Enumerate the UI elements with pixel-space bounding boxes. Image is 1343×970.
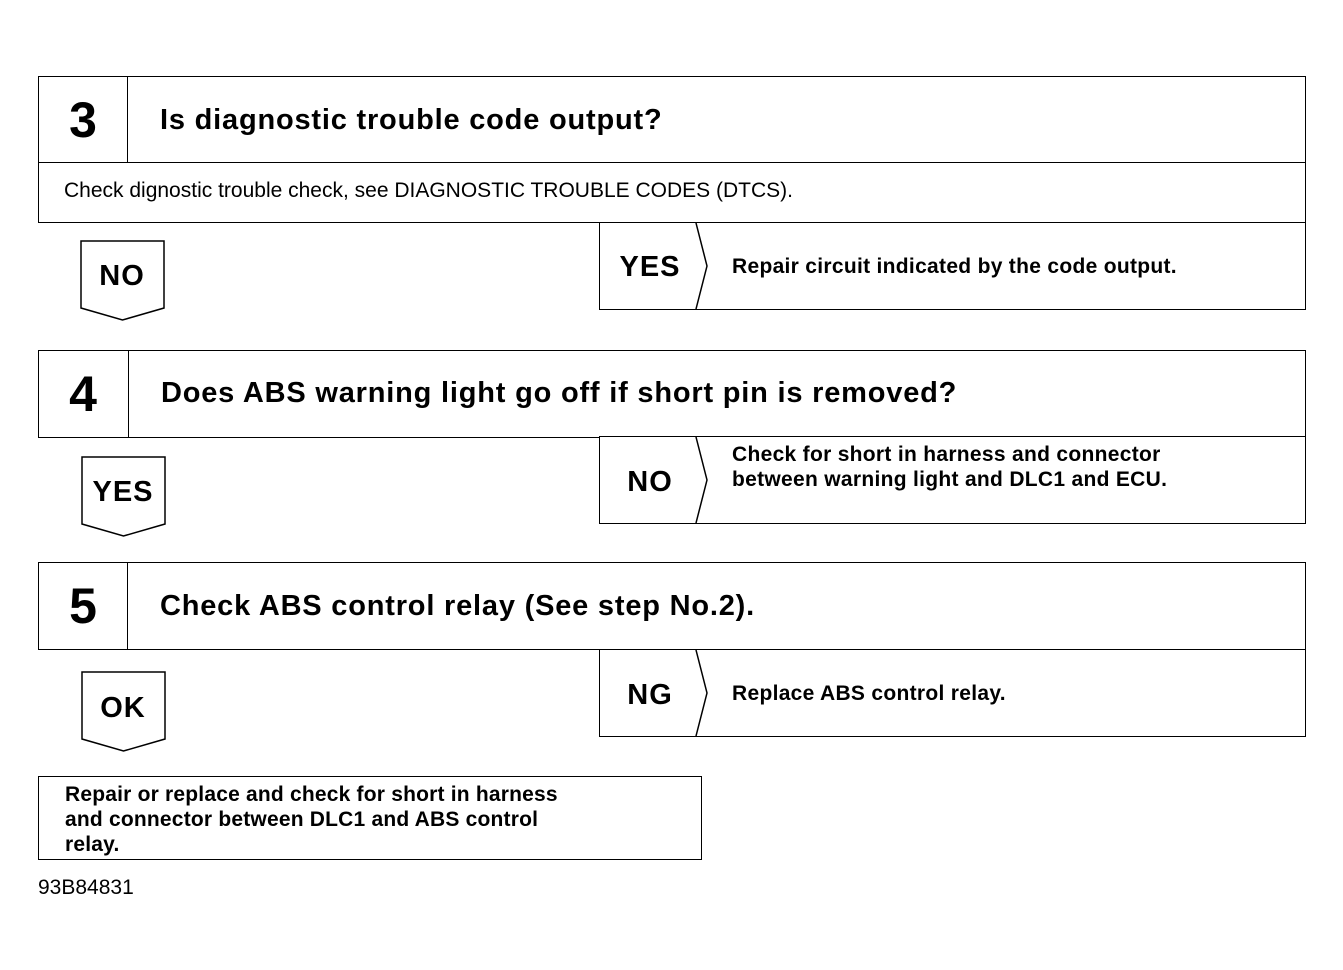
step-4-no-label: NO xyxy=(627,466,673,498)
step-4-no-branch: NO Check for short in harness and connec… xyxy=(599,436,1306,524)
step-4-divider xyxy=(128,351,129,437)
final-action-line-1: Repair or replace and check for short in… xyxy=(65,783,558,806)
step-4-yes-label: YES xyxy=(92,476,154,508)
step-3-title: Is diagnostic trouble code output? xyxy=(160,104,663,136)
step-3-note-box: Check dignostic trouble check, see DIAGN… xyxy=(38,162,1306,223)
step-4-header: 4 Does ABS warning light go off if short… xyxy=(38,350,1306,438)
step-3-yes-text-line-1: Repair circuit indicated by the code out… xyxy=(732,255,1177,278)
step-3-number: 3 xyxy=(69,92,97,148)
step-3-header: 3 Is diagnostic trouble code output? xyxy=(38,76,1306,164)
step-4-no-text: Check for short in harness and connector… xyxy=(732,442,1167,492)
step-3-yes-text: Repair circuit indicated by the code out… xyxy=(732,254,1177,279)
final-action-box: Repair or replace and check for short in… xyxy=(38,776,702,860)
step-3-yes-label: YES xyxy=(619,251,681,283)
step-5-chevron xyxy=(695,650,708,736)
step-3-note: Check dignostic trouble check, see DIAGN… xyxy=(64,179,793,202)
step-4-title: Does ABS warning light go off if short p… xyxy=(161,377,958,409)
final-action-line-3: relay. xyxy=(65,833,120,856)
step-5-header: 5 Check ABS control relay (See step No.2… xyxy=(38,562,1306,650)
step-3-yes-branch: YES Repair circuit indicated by the code… xyxy=(599,222,1306,310)
step-4-number: 4 xyxy=(69,366,97,422)
step-5-number: 5 xyxy=(69,578,97,634)
step-5-ng-text: Replace ABS control relay. xyxy=(732,681,1006,706)
step-4-chevron xyxy=(695,437,708,523)
step-5-ok-pentagon xyxy=(81,671,166,752)
figure-id: 93B84831 xyxy=(38,876,134,899)
step-3-no-label: NO xyxy=(99,260,145,292)
step-5-ng-label: NG xyxy=(627,679,673,711)
step-5-ng-text-line-1: Replace ABS control relay. xyxy=(732,682,1006,705)
step-3-chevron xyxy=(695,223,708,309)
step-4-no-text-line-1: Check for short in harness and connector xyxy=(732,443,1161,466)
step-3-divider xyxy=(127,77,128,163)
step-5-title: Check ABS control relay (See step No.2). xyxy=(160,590,755,622)
step-5-ok-label: OK xyxy=(100,692,146,724)
step-4-yes-pentagon xyxy=(81,456,166,537)
step-5-divider xyxy=(127,563,128,649)
final-action-text: Repair or replace and check for short in… xyxy=(65,782,558,857)
step-3-no-pentagon xyxy=(80,240,165,321)
step-5-ng-branch: NG Replace ABS control relay. xyxy=(599,649,1306,737)
step-4-no-text-line-2: between warning light and DLC1 and ECU. xyxy=(732,468,1168,491)
final-action-line-2: and connector between DLC1 and ABS contr… xyxy=(65,808,539,831)
